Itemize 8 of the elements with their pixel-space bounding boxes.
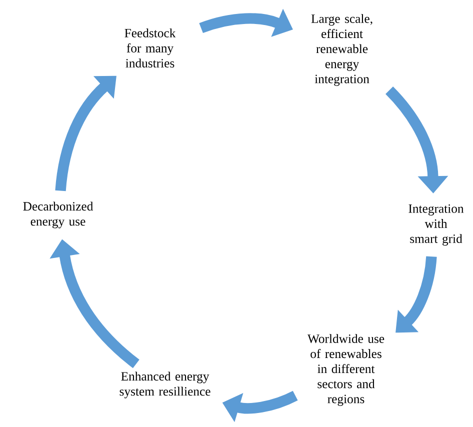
step-label: Feedstock for many industries	[124, 28, 176, 68]
curved-arrow	[55, 76, 116, 192]
curved-arrow	[396, 256, 437, 333]
step-label: Large scale, efficient renewable energy integration	[311, 14, 372, 86]
step-label: Integration with smart grid	[408, 204, 464, 246]
step-label: Worldwide use of renewables in different sectors and regions	[308, 334, 384, 406]
step-label: Decarbonized energy use	[23, 202, 94, 228]
step-label: Enhanced energy system resillience	[120, 372, 210, 398]
